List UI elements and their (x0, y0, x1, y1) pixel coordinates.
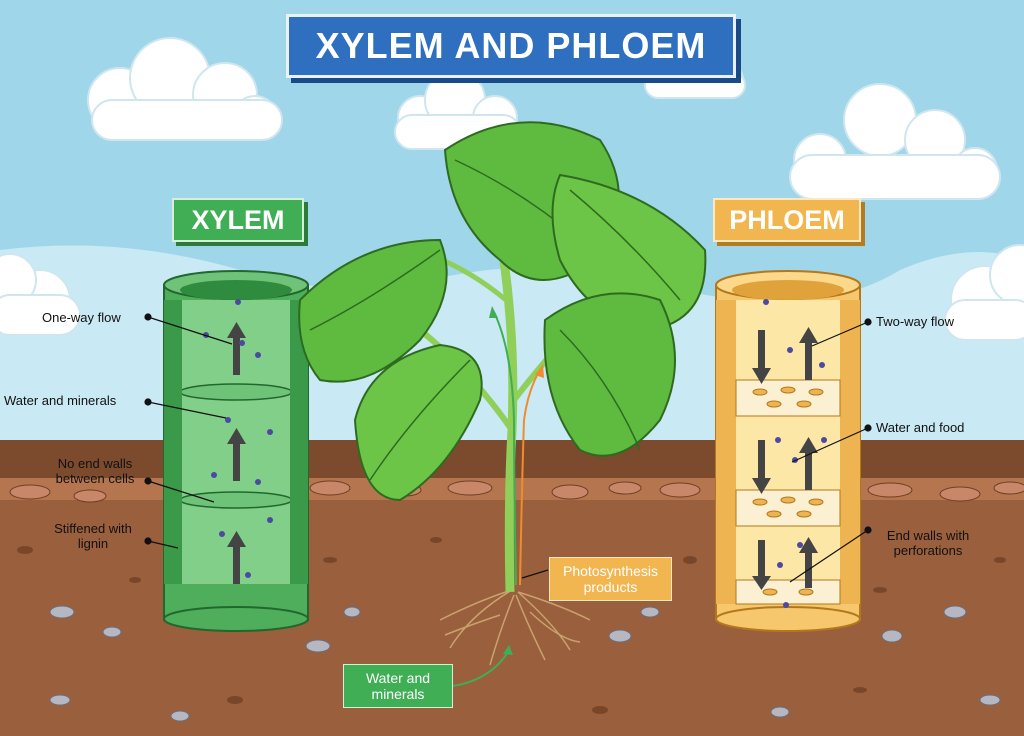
pointer-lines (144, 313, 872, 687)
xylem-flow-arrowhead (489, 306, 498, 318)
label-end-walls-with-perforations: End walls with perforations (870, 528, 986, 558)
photosynthesis-line1: Photosynthesis (563, 563, 658, 579)
roots (439, 589, 591, 666)
down-arrow (752, 330, 771, 384)
water-and-minerals-box: Water and minerals (343, 664, 453, 708)
title-banner: XYLEM AND PHLOEM (286, 14, 736, 78)
label-water-and-food: Water and food (876, 420, 965, 435)
down-arrow (752, 440, 771, 494)
leaf (543, 292, 676, 457)
label-one-way-flow: One-way flow (42, 310, 121, 325)
pebbles (49, 605, 1001, 722)
xylem-tag: XYLEM (172, 198, 304, 242)
leaf (353, 343, 483, 502)
up-arrow (227, 531, 246, 584)
label-no-end-walls-line1: No end walls (57, 456, 133, 471)
up-arrow (799, 327, 818, 380)
phloem-vessel (715, 270, 861, 632)
up-arrow (227, 322, 246, 375)
label-end-walls-line1: End walls with (886, 528, 970, 543)
photosynthesis-line2: products (583, 579, 638, 595)
cloud (0, 253, 81, 336)
down-arrow (752, 540, 771, 590)
label-no-end-walls-line2: between cells (55, 471, 135, 486)
leaf (298, 238, 448, 383)
sieve-pores (752, 386, 824, 596)
phloem-tag: PHLOEM (713, 198, 861, 242)
label-no-end-walls: No end walls between cells (40, 456, 150, 486)
page-title: XYLEM AND PHLOEM (315, 25, 707, 66)
photosynthesis-products-box: Photosynthesis products (549, 557, 672, 601)
xylem-vessel (163, 270, 309, 632)
label-stiffened-with-lignin: Stiffened with lignin (40, 521, 146, 551)
label-stiffened-line1: Stiffened with (54, 521, 132, 536)
particles (203, 299, 273, 578)
up-arrow (799, 437, 818, 490)
water-minerals-line1: Water and (365, 670, 431, 686)
phloem-flow-line (519, 369, 541, 586)
label-stiffened-line2: lignin (77, 536, 109, 551)
cloud (87, 37, 283, 141)
cloud (789, 83, 1001, 200)
label-end-walls-line2: perforations (893, 543, 963, 558)
plant (298, 121, 707, 666)
phloem-flow-arrowhead (535, 364, 544, 378)
up-arrow (227, 428, 246, 481)
soil-specks (17, 537, 1006, 714)
label-water-and-minerals: Water and minerals (4, 393, 117, 408)
label-two-way-flow: Two-way flow (876, 314, 955, 329)
water-minerals-line2: minerals (371, 686, 425, 702)
cloud (944, 244, 1024, 341)
xylem-flow-line (493, 311, 517, 586)
